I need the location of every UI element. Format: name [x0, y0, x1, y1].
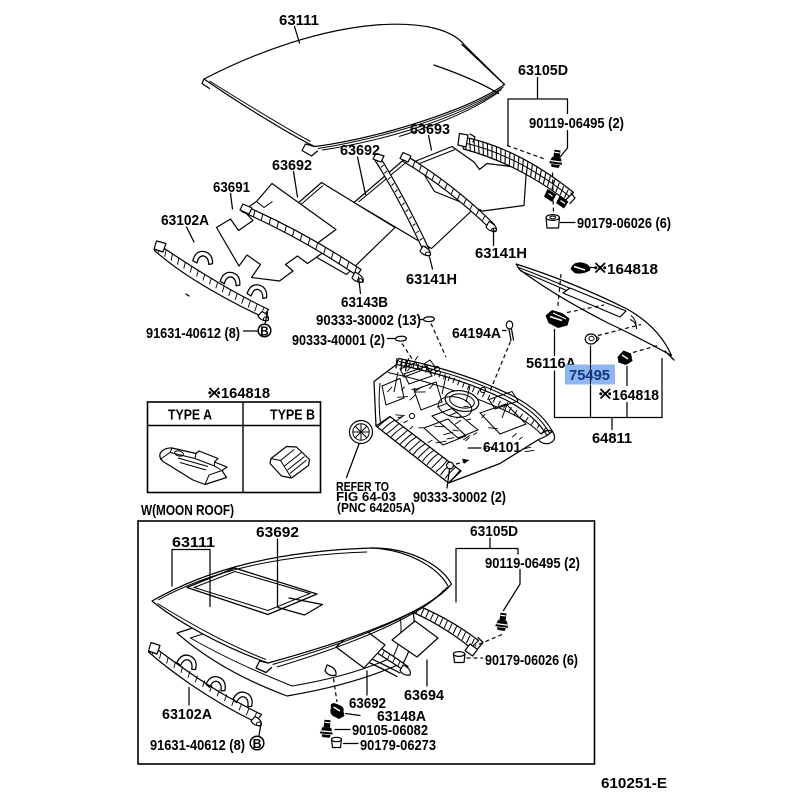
svg-text:90333-40001 (2): 90333-40001 (2) — [292, 332, 385, 349]
svg-text:90119-06495 (2): 90119-06495 (2) — [529, 115, 624, 132]
svg-text:B: B — [260, 324, 269, 338]
svg-text:63694: 63694 — [404, 687, 445, 704]
svg-text:63143B: 63143B — [341, 294, 388, 311]
svg-text:63692: 63692 — [272, 157, 312, 174]
svg-text:REFER TO: REFER TO — [336, 479, 389, 494]
svg-text:90333-30002 (13): 90333-30002 (13) — [316, 312, 421, 329]
svg-text:63111: 63111 — [279, 12, 319, 29]
svg-text:164818: 164818 — [221, 385, 270, 402]
svg-text:63102A: 63102A — [161, 212, 209, 229]
svg-text:90179-06026 (6): 90179-06026 (6) — [577, 215, 671, 232]
svg-text:610251-E: 610251-E — [601, 775, 667, 792]
svg-text:90179-06026 (6): 90179-06026 (6) — [485, 652, 578, 669]
svg-text:56116A: 56116A — [526, 355, 576, 372]
svg-text:63111: 63111 — [172, 534, 215, 551]
svg-text:64811: 64811 — [592, 430, 632, 447]
svg-text:63148A: 63148A — [377, 708, 426, 725]
svg-text:64194A: 64194A — [452, 325, 501, 342]
svg-text:TYPE A: TYPE A — [168, 407, 212, 424]
svg-text:90119-06495 (2): 90119-06495 (2) — [485, 555, 580, 572]
svg-text:63693: 63693 — [410, 121, 450, 138]
svg-text:63141H: 63141H — [475, 245, 527, 262]
svg-text:63102A: 63102A — [162, 706, 212, 723]
svg-text:63105D: 63105D — [470, 523, 518, 540]
svg-text:63692: 63692 — [349, 695, 386, 712]
svg-text:63692: 63692 — [256, 524, 299, 541]
svg-text:90179-06273: 90179-06273 — [360, 737, 436, 754]
svg-text:63691: 63691 — [213, 179, 250, 196]
svg-text:91631-40612 (8): 91631-40612 (8) — [146, 325, 240, 342]
svg-text:90333-30002 (2): 90333-30002 (2) — [413, 489, 506, 506]
svg-text:W(MOON ROOF): W(MOON ROOF) — [141, 502, 234, 519]
svg-text:FIG 64-03: FIG 64-03 — [336, 489, 396, 504]
svg-text:B: B — [253, 736, 262, 751]
svg-text:164818: 164818 — [607, 261, 658, 278]
svg-text:(PNC 64205A): (PNC 64205A) — [337, 500, 415, 515]
svg-text:63692: 63692 — [340, 142, 380, 159]
svg-text:164818: 164818 — [612, 387, 659, 404]
svg-text:75495: 75495 — [569, 367, 610, 384]
svg-text:TYPE B: TYPE B — [270, 407, 315, 424]
svg-text:90105-06082: 90105-06082 — [352, 722, 428, 739]
svg-text:91631-40612 (8): 91631-40612 (8) — [150, 737, 245, 754]
svg-text:63105D: 63105D — [518, 62, 568, 79]
svg-text:63141H: 63141H — [406, 271, 457, 288]
svg-text:64101: 64101 — [483, 439, 521, 456]
